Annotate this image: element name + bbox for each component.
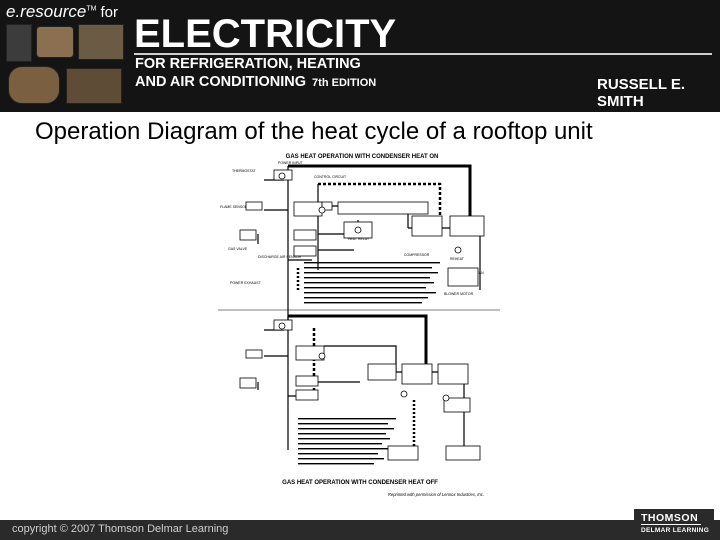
label-blower-motor: BLOWER MOTOR: [444, 292, 474, 296]
label-flame-sensor: FLAME SENSOR: [220, 205, 248, 209]
label-reheat: REHEAT: [450, 257, 465, 261]
label-thermostat: THERMOSTAT: [232, 169, 256, 173]
eresource-for: for: [100, 4, 118, 21]
label-discharge-sensor: DISCHARGE AIR SENSOR: [258, 255, 302, 259]
label-power-input: POWER INPUT: [278, 161, 304, 165]
lower-sequence-notes: [298, 418, 396, 465]
book-subtitle-line2-text: AND AIR CONDITIONING: [135, 74, 307, 90]
label-power-exhaust: POWER EXHAUST: [230, 281, 262, 285]
photo-component: [78, 24, 124, 60]
eresource-tm: TM: [86, 5, 97, 13]
upper-sequence-notes: [304, 262, 440, 304]
diagram-credit: Reprinted with permission of Lennox Indu…: [388, 492, 484, 497]
publisher-logo: THOMSON: [641, 512, 699, 524]
photo-contactor: [66, 68, 122, 104]
book-subtitle-line1: FOR REFRIGERATION, HEATING: [135, 56, 361, 72]
photo-plug: [6, 24, 32, 62]
eresource-text: e.resource: [6, 2, 87, 21]
diagram-top-title: GAS HEAT OPERATION WITH CONDENSER HEAT O…: [286, 154, 439, 160]
book-subtitle-line2: AND AIR CONDITIONING 7th EDITION: [135, 74, 376, 90]
photo-relay: [36, 26, 74, 58]
photo-motor: [8, 66, 60, 104]
lower-components: [239, 319, 481, 461]
diagram-svg: GAS HEAT OPERATION WITH CONDENSER HEAT O…: [218, 150, 500, 502]
label-heat-relay: HEAT RELAY: [348, 237, 370, 241]
banner-divider: [134, 53, 712, 55]
publisher-sub: DELMAR LEARNING: [641, 527, 710, 534]
operation-diagram: GAS HEAT OPERATION WITH CONDENSER HEAT O…: [218, 150, 500, 502]
book-author: RUSSELL E. SMITH: [597, 76, 686, 110]
slide-title: Operation Diagram of the heat cycle of a…: [35, 118, 593, 145]
lower-wiring: [257, 314, 465, 450]
upper-components: [239, 169, 485, 287]
copyright-text: copyright © 2007 Thomson Delmar Learning: [12, 523, 229, 535]
label-gas-valve: GAS VALVE: [228, 247, 248, 251]
label-compressor: COMPRESSOR: [404, 253, 430, 257]
book-title: ELECTRICITY: [134, 12, 397, 56]
footer-bar: copyright © 2007 Thomson Delmar Learning: [0, 520, 720, 540]
book-edition: 7th EDITION: [312, 77, 377, 89]
label-control-circuit: CONTROL CIRCUIT: [314, 175, 347, 179]
equipment-photos: [6, 24, 124, 106]
diagram-bottom-title: GAS HEAT OPERATION WITH CONDENSER HEAT O…: [282, 480, 438, 486]
publisher-logo-rule: [641, 524, 701, 525]
